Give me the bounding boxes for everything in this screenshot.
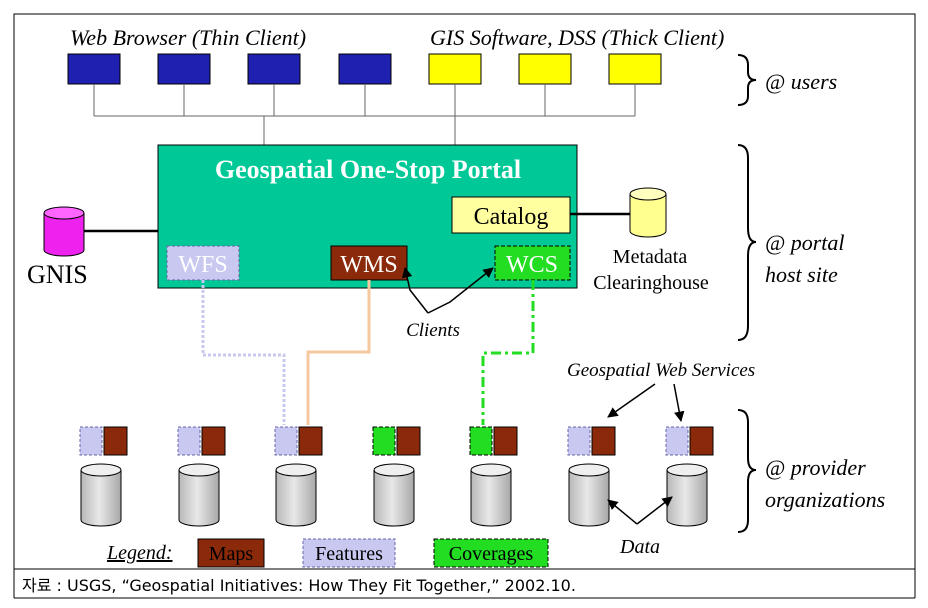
wms-label: WMS [340,252,397,278]
wms-connector [306,280,371,425]
provider-databases [80,463,708,527]
gnis-label: GNIS [27,260,88,289]
catalog-label: Catalog [474,204,549,230]
catalog-box [451,196,571,234]
thin-client-header: Web Browser (Thin Client) [70,25,306,50]
provider-tier-label-line2: organizations [765,487,885,512]
legend-coverages-swatch [433,538,549,568]
thin-client-box [247,53,301,85]
data-label: Data [619,536,660,558]
thick-client-header: GIS Software, DSS (Thick Client) [430,25,724,50]
portal-title: Geospatial One-Stop Portal [215,155,521,184]
provider-database-icon [275,463,317,527]
map-service-square [298,426,323,456]
provider-database-icon [470,463,512,527]
provider-service-squares [79,426,714,456]
metadata-label-line2: Clearinghouse [593,272,709,294]
data-arrows [607,496,673,525]
provider-database-icon [666,463,708,527]
portal-tier-label-line2: host site [765,262,838,287]
gnis-database-icon [43,206,85,257]
coverage-service-square [469,426,493,456]
feature-service-square [79,426,103,456]
thick-client-box [608,53,662,85]
feature-service-square [567,426,591,456]
thin-client-boxes [67,53,392,85]
wfs-connector [201,280,286,425]
metadata-label-line1: Metadata [613,246,688,268]
portal-brace [737,144,757,341]
legend: Legend: Maps Features Coverages [106,538,549,568]
legend-features-swatch [302,538,396,568]
legend-maps-swatch [197,538,265,568]
feature-service-square [177,426,201,456]
source-caption: 자료 : USGS, “Geospatial Initiatives: How … [22,576,576,595]
provider-database-icon [80,463,122,527]
thick-client-boxes [428,53,662,85]
map-service-square [689,426,714,456]
legend-title: Legend: [106,542,173,564]
client-connectors [93,84,636,145]
legend-maps-label: Maps [209,543,254,565]
legend-features-label: Features [315,543,383,565]
map-service-square [103,426,128,456]
coverage-service-square [372,426,396,456]
provider-database-icon [568,463,610,527]
clients-arrows [401,266,494,314]
thin-client-box [338,53,392,85]
provider-tier-label-line1: @ provider [765,455,866,480]
thin-client-box [157,53,211,85]
feature-service-square [665,426,689,456]
provider-brace [737,409,757,533]
outer-border [13,13,916,570]
thin-client-box [67,53,121,85]
geo-web-services-arrows [607,383,685,423]
users-brace [737,54,757,106]
wfs-box [166,245,240,281]
wcs-box [494,245,571,281]
clients-label: Clients [406,320,460,341]
wfs-label: WFS [178,252,227,278]
geo-web-services-label: Geospatial Web Services [567,360,755,381]
provider-database-icon [178,463,220,527]
thick-client-box [518,53,572,85]
feature-service-square [274,426,298,456]
legend-coverages-label: Coverages [449,543,534,565]
wcs-connector [481,280,535,425]
provider-database-icon [373,463,415,527]
map-service-square [591,426,616,456]
wcs-label: WCS [506,252,558,278]
thick-client-box [428,53,482,85]
portal-tier-label-line1: @ portal [765,230,845,255]
map-service-square [396,426,421,456]
map-service-square [201,426,226,456]
users-tier-label: @ users [765,69,837,94]
metadata-database-icon [629,187,667,238]
map-service-square [493,426,518,456]
wms-box [330,245,408,281]
tier-braces [737,54,757,533]
